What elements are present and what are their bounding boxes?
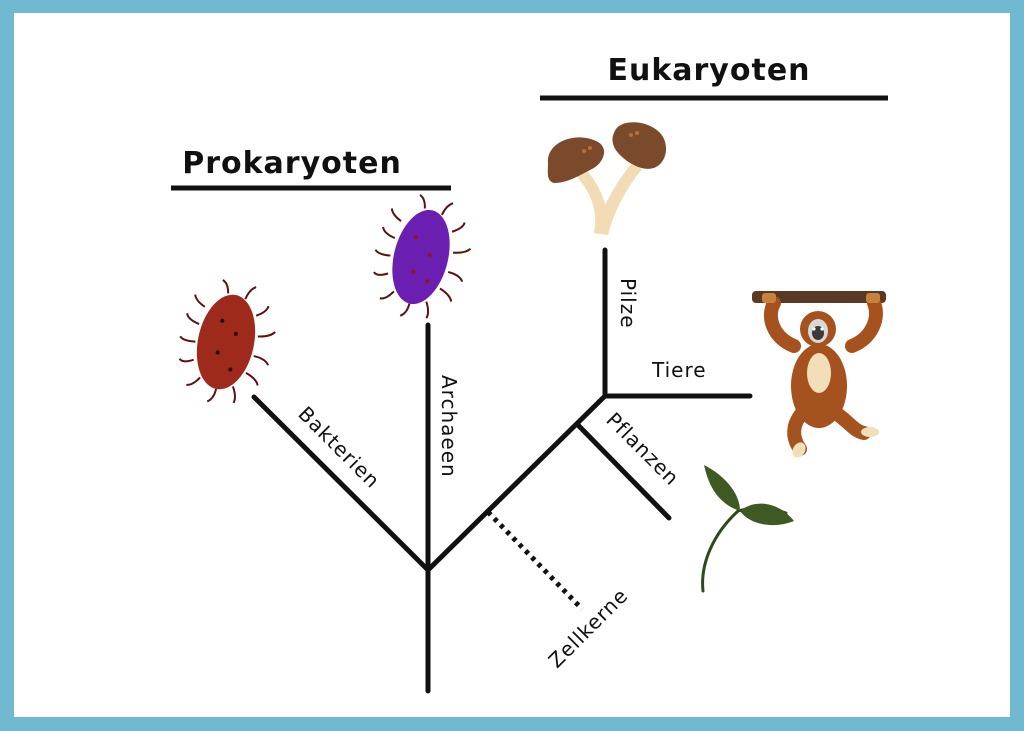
label-zellkerne: Zellkerne bbox=[544, 583, 633, 672]
bacterium-illustration bbox=[178, 279, 276, 404]
label-pilze: Pilze bbox=[616, 278, 640, 329]
branch-zellkerne-dotted bbox=[486, 510, 584, 611]
label-archaeen: Archaeen bbox=[437, 375, 461, 478]
heading-prokaryoten: Prokaryoten bbox=[182, 146, 402, 181]
heading-eukaryoten: Eukaryoten bbox=[607, 53, 810, 88]
tree-branches bbox=[251, 247, 753, 694]
phylogenetic-tree-diagram: Prokaryoten Eukaryoten Bakterien Archaee… bbox=[171, 53, 888, 694]
branch-pflanzen bbox=[574, 421, 672, 521]
archaeon-illustration bbox=[373, 194, 472, 319]
branch-bakterien bbox=[251, 394, 431, 573]
mushroom-illustration bbox=[547, 122, 667, 235]
plant-sprout-illustration bbox=[701, 465, 794, 593]
diagram-canvas: Prokaryoten Eukaryoten Bakterien Archaee… bbox=[14, 13, 1010, 717]
monkey-illustration bbox=[752, 291, 886, 458]
label-pflanzen: Pflanzen bbox=[601, 408, 684, 491]
label-tiere: Tiere bbox=[651, 358, 707, 382]
